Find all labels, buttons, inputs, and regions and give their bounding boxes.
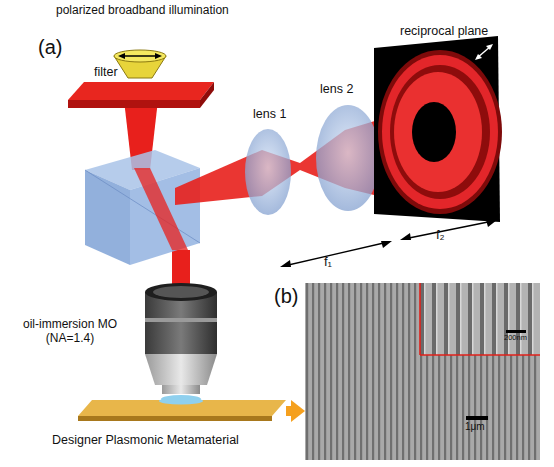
node-label: 1μm: [465, 421, 485, 433]
node-label: oil-immersion MO (NA=1.4): [11, 318, 129, 346]
sem-zoom-inset: 200nm: [420, 283, 540, 355]
reciprocal-plane-screen: reciprocal plane: [374, 40, 500, 222]
node-label: (b): [274, 285, 298, 308]
node-label: reciprocal plane: [400, 24, 488, 38]
node-label: 200nm: [504, 334, 527, 343]
microscope-objective: oil-immersion MO (NA=1.4): [145, 284, 217, 400]
node-label: lens 2: [320, 82, 353, 96]
lens: lens 1: [245, 130, 291, 216]
orange-arrow: [286, 400, 305, 422]
node-label: Designer Plasmonic Metamaterial: [52, 433, 239, 447]
focal-length-label: f₁: [324, 255, 332, 270]
illumination-label: polarized broadband illumination: [56, 4, 229, 18]
lens: lens 2: [316, 105, 380, 211]
arrow-head: [291, 400, 305, 422]
sem-image-panel: (b)1μm200nm: [305, 283, 540, 460]
focal-length-label: f₂: [436, 228, 445, 243]
optical-filter: filter: [70, 80, 210, 108]
node-label: filter: [94, 65, 118, 79]
metamaterial-sample: Designer Plasmonic Metamaterial: [80, 399, 286, 423]
node-label: lens 1: [253, 107, 286, 121]
arrow-shaft: [286, 406, 292, 416]
panel-label: (a): [38, 36, 62, 59]
